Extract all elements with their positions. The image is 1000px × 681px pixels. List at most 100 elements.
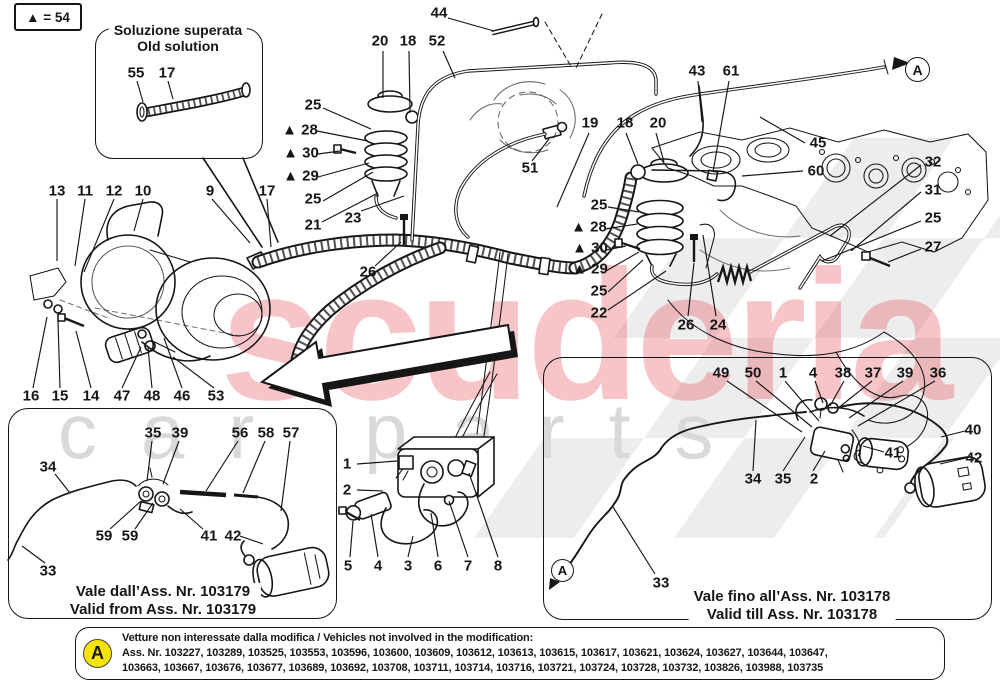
callout-label: 21 (304, 216, 322, 234)
callout-label: 3 (403, 557, 413, 575)
valid-till-caption: Vale fino all’Ass. Nr. 103178 Valid till… (688, 588, 896, 623)
note-a-badge: A (83, 639, 112, 668)
valid-from-caption: Vale dall’Ass. Nr. 103179 Valid from Ass… (64, 583, 262, 618)
valid-from-box (8, 408, 337, 619)
note-line-1: Vetture non interessate dalla modifica /… (122, 632, 534, 644)
callout-label: 10 (134, 182, 152, 200)
old-solution-title: Soluzione superata Old solution (108, 22, 248, 54)
callout-label: 19 (581, 114, 599, 132)
callout-label: 49 (712, 364, 730, 382)
brand-sub-watermark: car parts (58, 387, 758, 475)
callout-label: 20 (649, 114, 667, 132)
callout-label: 41 (884, 444, 902, 462)
callout-label: 39 (171, 424, 189, 442)
callout-label: 48 (143, 387, 161, 405)
callout-label: 38 (834, 364, 852, 382)
triangle-legend: ▲ = 54 (14, 3, 82, 31)
callout-label: 52 (428, 32, 446, 50)
callout-label: 42 (224, 527, 242, 545)
callout-label: 59 (95, 527, 113, 545)
callout-label: ▲ 28 (571, 218, 607, 236)
callout-label: 57 (282, 424, 300, 442)
callout-label: 32 (924, 153, 942, 171)
callout-label: 4 (808, 364, 818, 382)
view-a-marker-box: A (551, 559, 574, 582)
callout-label: 9 (205, 182, 215, 200)
callout-label: 43 (688, 62, 706, 80)
callout-label: ▲ 29 (572, 260, 608, 278)
callout-label: 33 (39, 562, 57, 580)
old-solution-title-en: Old solution (137, 38, 219, 54)
callout-label: 51 (521, 159, 539, 177)
callout-label: 26 (359, 263, 377, 281)
callout-label: 25 (590, 196, 608, 214)
callout-label: 13 (48, 182, 66, 200)
right-box-art (549, 397, 986, 590)
old-solution-hose (136, 82, 279, 248)
callout-label: 34 (39, 458, 57, 476)
callout-label: 4 (373, 557, 383, 575)
corrugated-hoses (258, 178, 631, 360)
callout-label: ▲ 28 (282, 121, 318, 139)
callout-label: 58 (257, 424, 275, 442)
callout-label: 11 (77, 182, 93, 200)
callout-label: 35 (144, 424, 162, 442)
callout-label: 18 (616, 114, 634, 132)
callout-label: 27 (924, 238, 942, 256)
engine-sketch-faint (469, 81, 576, 154)
callout-label: 14 (82, 387, 100, 405)
callout-label: 22 (590, 304, 608, 322)
callout-label: 23 (344, 209, 362, 227)
callout-label: 18 (399, 32, 417, 50)
callout-label: 34 (744, 470, 762, 488)
callout-label: 37 (864, 364, 882, 382)
callout-label: 42 (965, 449, 983, 467)
callout-label: 25 (304, 96, 322, 114)
callout-label: 25 (924, 209, 942, 227)
callout-label: 46 (173, 387, 191, 405)
view-a-marker-top: A (905, 57, 930, 82)
callout-label: 20 (371, 32, 389, 50)
callout-label: 36 (929, 364, 947, 382)
callout-label: 1 (778, 364, 788, 382)
callout-label: 8 (493, 557, 503, 575)
callout-label: 44 (430, 4, 448, 22)
callout-label: 12 (105, 182, 123, 200)
brand-watermark: scuderia (220, 233, 953, 439)
callout-label: 17 (258, 182, 276, 200)
callout-label: 17 (158, 64, 176, 82)
callout-label: 2 (342, 481, 352, 499)
callout-label: 25 (590, 282, 608, 300)
callout-label: 55 (127, 64, 145, 82)
note-line-2: Ass. Nr. 103227, 103289, 103525, 103553,… (122, 647, 828, 659)
callout-label: 33 (652, 574, 670, 592)
callout-label: 50 (744, 364, 762, 382)
note-line-3: 103663, 103667, 103676, 103677, 103689, … (122, 662, 824, 674)
leader-lines (21, 17, 967, 575)
callout-label: 40 (964, 421, 982, 439)
valid-till-caption-en: Valid till Ass. Nr. 103178 (706, 605, 878, 623)
callout-label: ▲ 29 (283, 167, 319, 185)
modification-note-text: Vetture non interessate dalla modifica /… (122, 631, 937, 676)
vacuum-pipes (410, 13, 910, 437)
callout-label: 47 (113, 387, 131, 405)
callout-label: 5 (343, 557, 353, 575)
callout-label: 7 (463, 557, 473, 575)
callout-label: 6 (433, 557, 443, 575)
valid-from-caption-it: Vale dall’Ass. Nr. 103179 (75, 583, 251, 600)
callout-label: 24 (709, 316, 727, 334)
callout-label: 15 (51, 387, 69, 405)
direction-arrow (259, 323, 518, 407)
callout-label: 56 (231, 424, 249, 442)
air-valve-right (614, 158, 891, 290)
engine-block (651, 127, 989, 474)
callout-label: 26 (677, 316, 695, 334)
center-solenoid-assembly (338, 371, 498, 545)
callout-label: 41 (200, 527, 218, 545)
callout-label: 35 (774, 470, 792, 488)
valid-from-caption-en: Valid from Ass. Nr. 103179 (69, 600, 257, 618)
callout-label: 16 (22, 387, 40, 405)
callout-label: 45 (809, 134, 827, 152)
